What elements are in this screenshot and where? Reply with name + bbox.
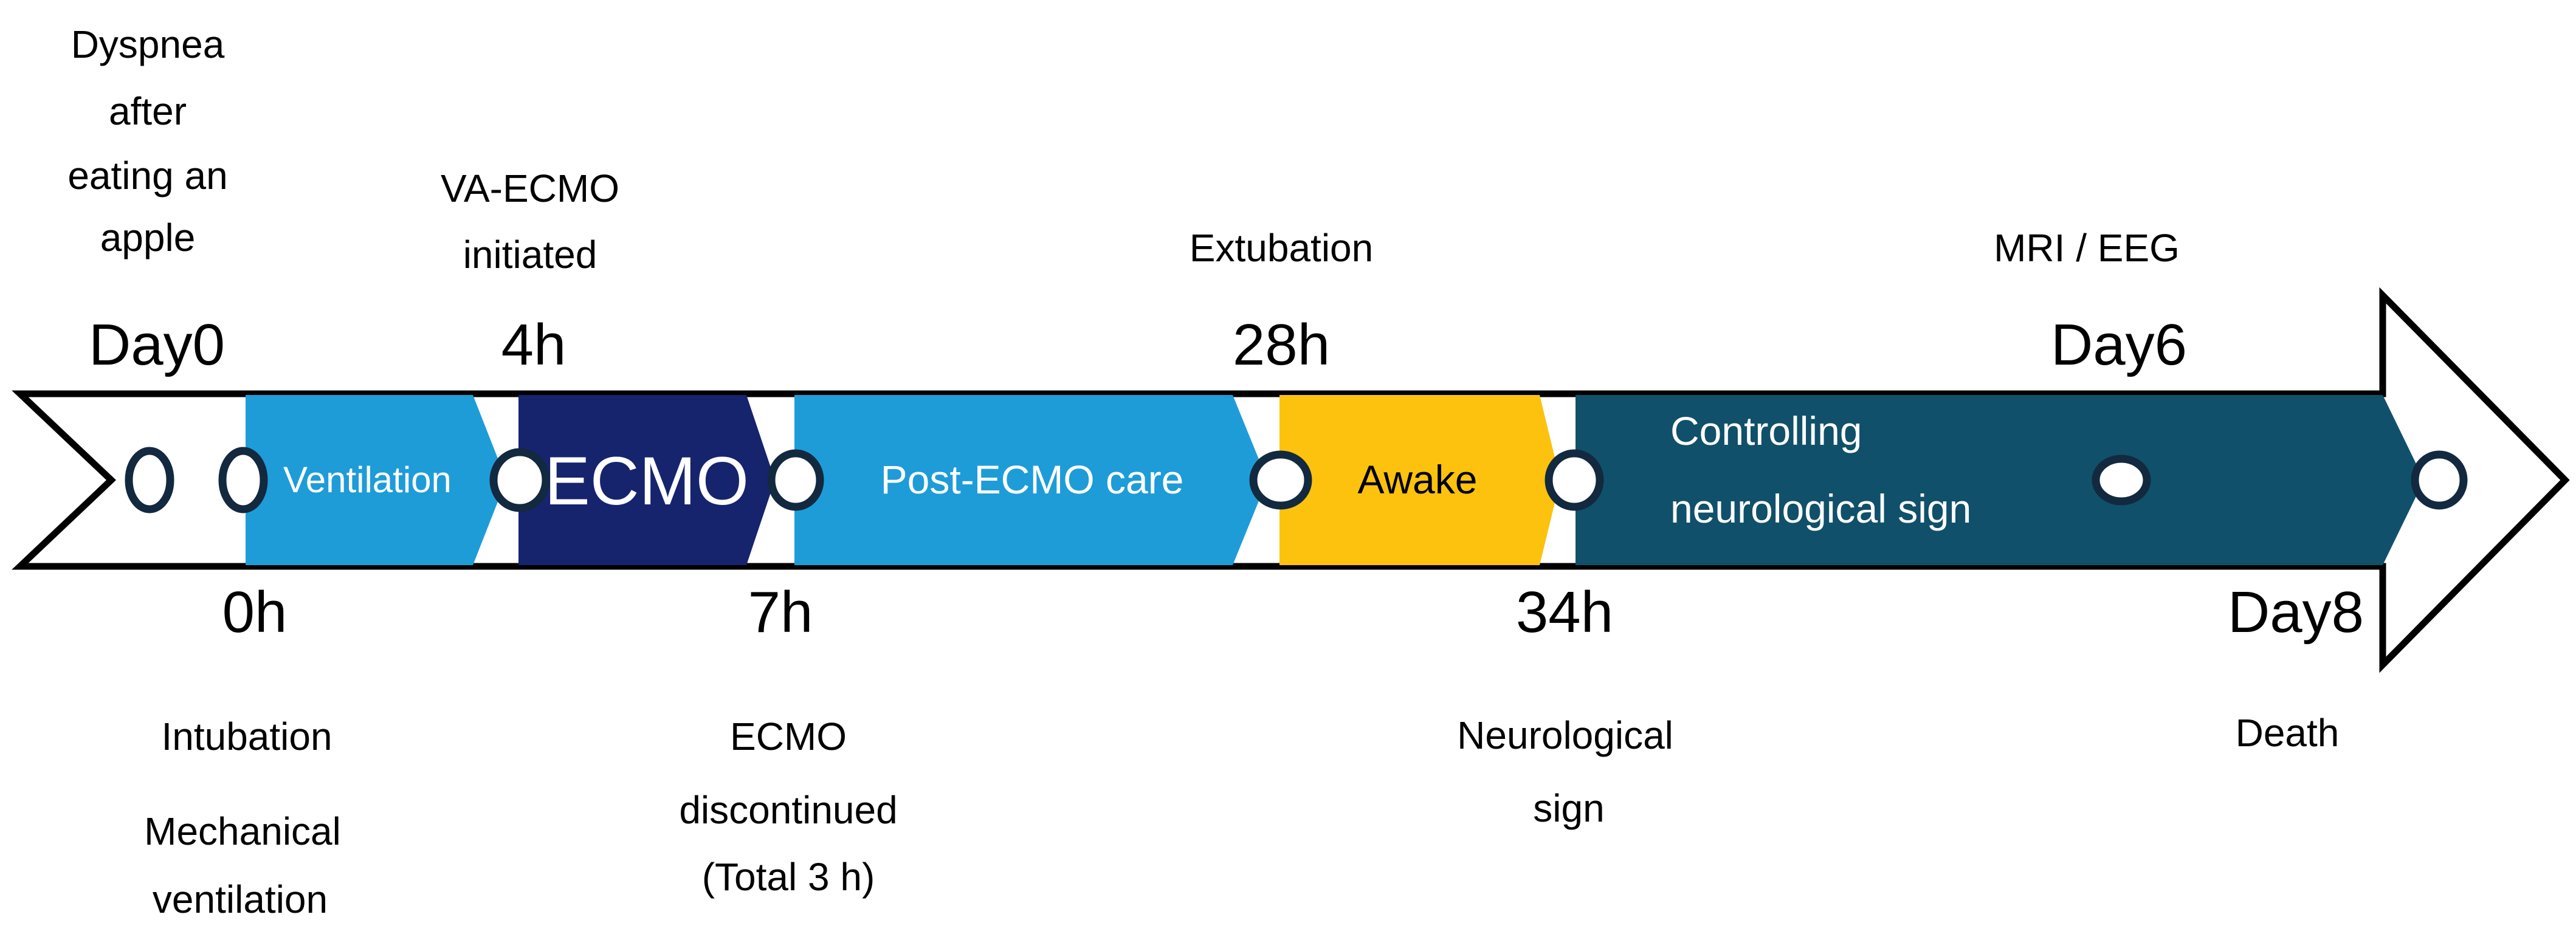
top-event-4h: VA-ECMO initiated 4h — [441, 167, 619, 377]
segment-ecmo — [518, 395, 775, 565]
annotation-line: Dyspnea — [71, 22, 225, 66]
event-marker-4h — [489, 448, 550, 512]
top-event-day6: MRI / EEG Day6 — [1994, 226, 2187, 377]
annotation-line: Mechanical — [144, 809, 341, 853]
annotation-line: Neurological — [1457, 713, 1673, 757]
annotation-line: Extubation — [1190, 226, 1373, 270]
bottom-event-7h: 7h ECMO discontinued (Total 3 h) — [679, 580, 897, 899]
time-label-day0: Day0 — [89, 312, 225, 377]
bottom-event-34h: 34h Neurological sign — [1457, 580, 1673, 830]
annotation-line: Death — [2236, 711, 2340, 755]
annotation-line: ventilation — [153, 877, 328, 921]
time-label-34h: 34h — [1516, 580, 1613, 645]
annotation-line: apple — [100, 216, 196, 259]
annotation-line: MRI / EEG — [1994, 226, 2180, 270]
top-event-28h: Extubation 28h — [1190, 226, 1373, 377]
segment-label-ecmo: ECMO — [545, 443, 749, 519]
segment-label-ventilation: Ventilation — [283, 459, 452, 500]
event-marker-7h — [767, 449, 824, 511]
annotation-line: ECMO — [730, 715, 847, 758]
annotation-line: eating an — [67, 154, 227, 197]
segment-label-controlling-line2: neurological sign — [1670, 486, 1971, 531]
segment-ventilation — [246, 395, 506, 565]
event-marker-day6 — [2092, 455, 2151, 506]
segment-controlling-neurological-sign — [1576, 395, 2424, 565]
bottom-event-0h: 0h Intubation Mechanical ventilation — [144, 580, 341, 921]
annotation-line: VA-ECMO — [441, 167, 619, 210]
segment-label-post-ecmo-care: Post-ECMO care — [881, 457, 1184, 502]
annotation-line: discontinued — [679, 788, 897, 832]
bottom-event-day8: Day8 Death — [2228, 580, 2364, 755]
annotation-line: Intubation — [161, 715, 332, 758]
event-marker-day0 — [125, 447, 174, 513]
time-label-7h: 7h — [748, 580, 813, 645]
event-marker-34h — [1545, 449, 1604, 511]
segment-label-controlling-line1: Controlling — [1670, 408, 1862, 453]
time-label-day6: Day6 — [2051, 312, 2187, 377]
annotation-line: initiated — [463, 233, 598, 276]
segment-post-ecmo-care — [794, 395, 1267, 565]
event-marker-day8 — [2411, 450, 2468, 510]
event-marker-28h — [1249, 450, 1312, 510]
time-label-4h: 4h — [501, 312, 567, 377]
top-event-day0: Dyspnea after eating an apple Day0 — [67, 22, 227, 377]
annotation-line: (Total 3 h) — [702, 855, 875, 899]
annotation-line: sign — [1533, 786, 1604, 830]
annotation-line: after — [109, 89, 187, 133]
segment-label-awake: Awake — [1358, 457, 1478, 502]
event-marker-0h — [218, 447, 268, 513]
time-label-0h: 0h — [222, 580, 288, 645]
time-label-day8: Day8 — [2228, 580, 2364, 645]
time-label-28h: 28h — [1233, 312, 1330, 377]
segment-awake — [1279, 395, 1560, 565]
